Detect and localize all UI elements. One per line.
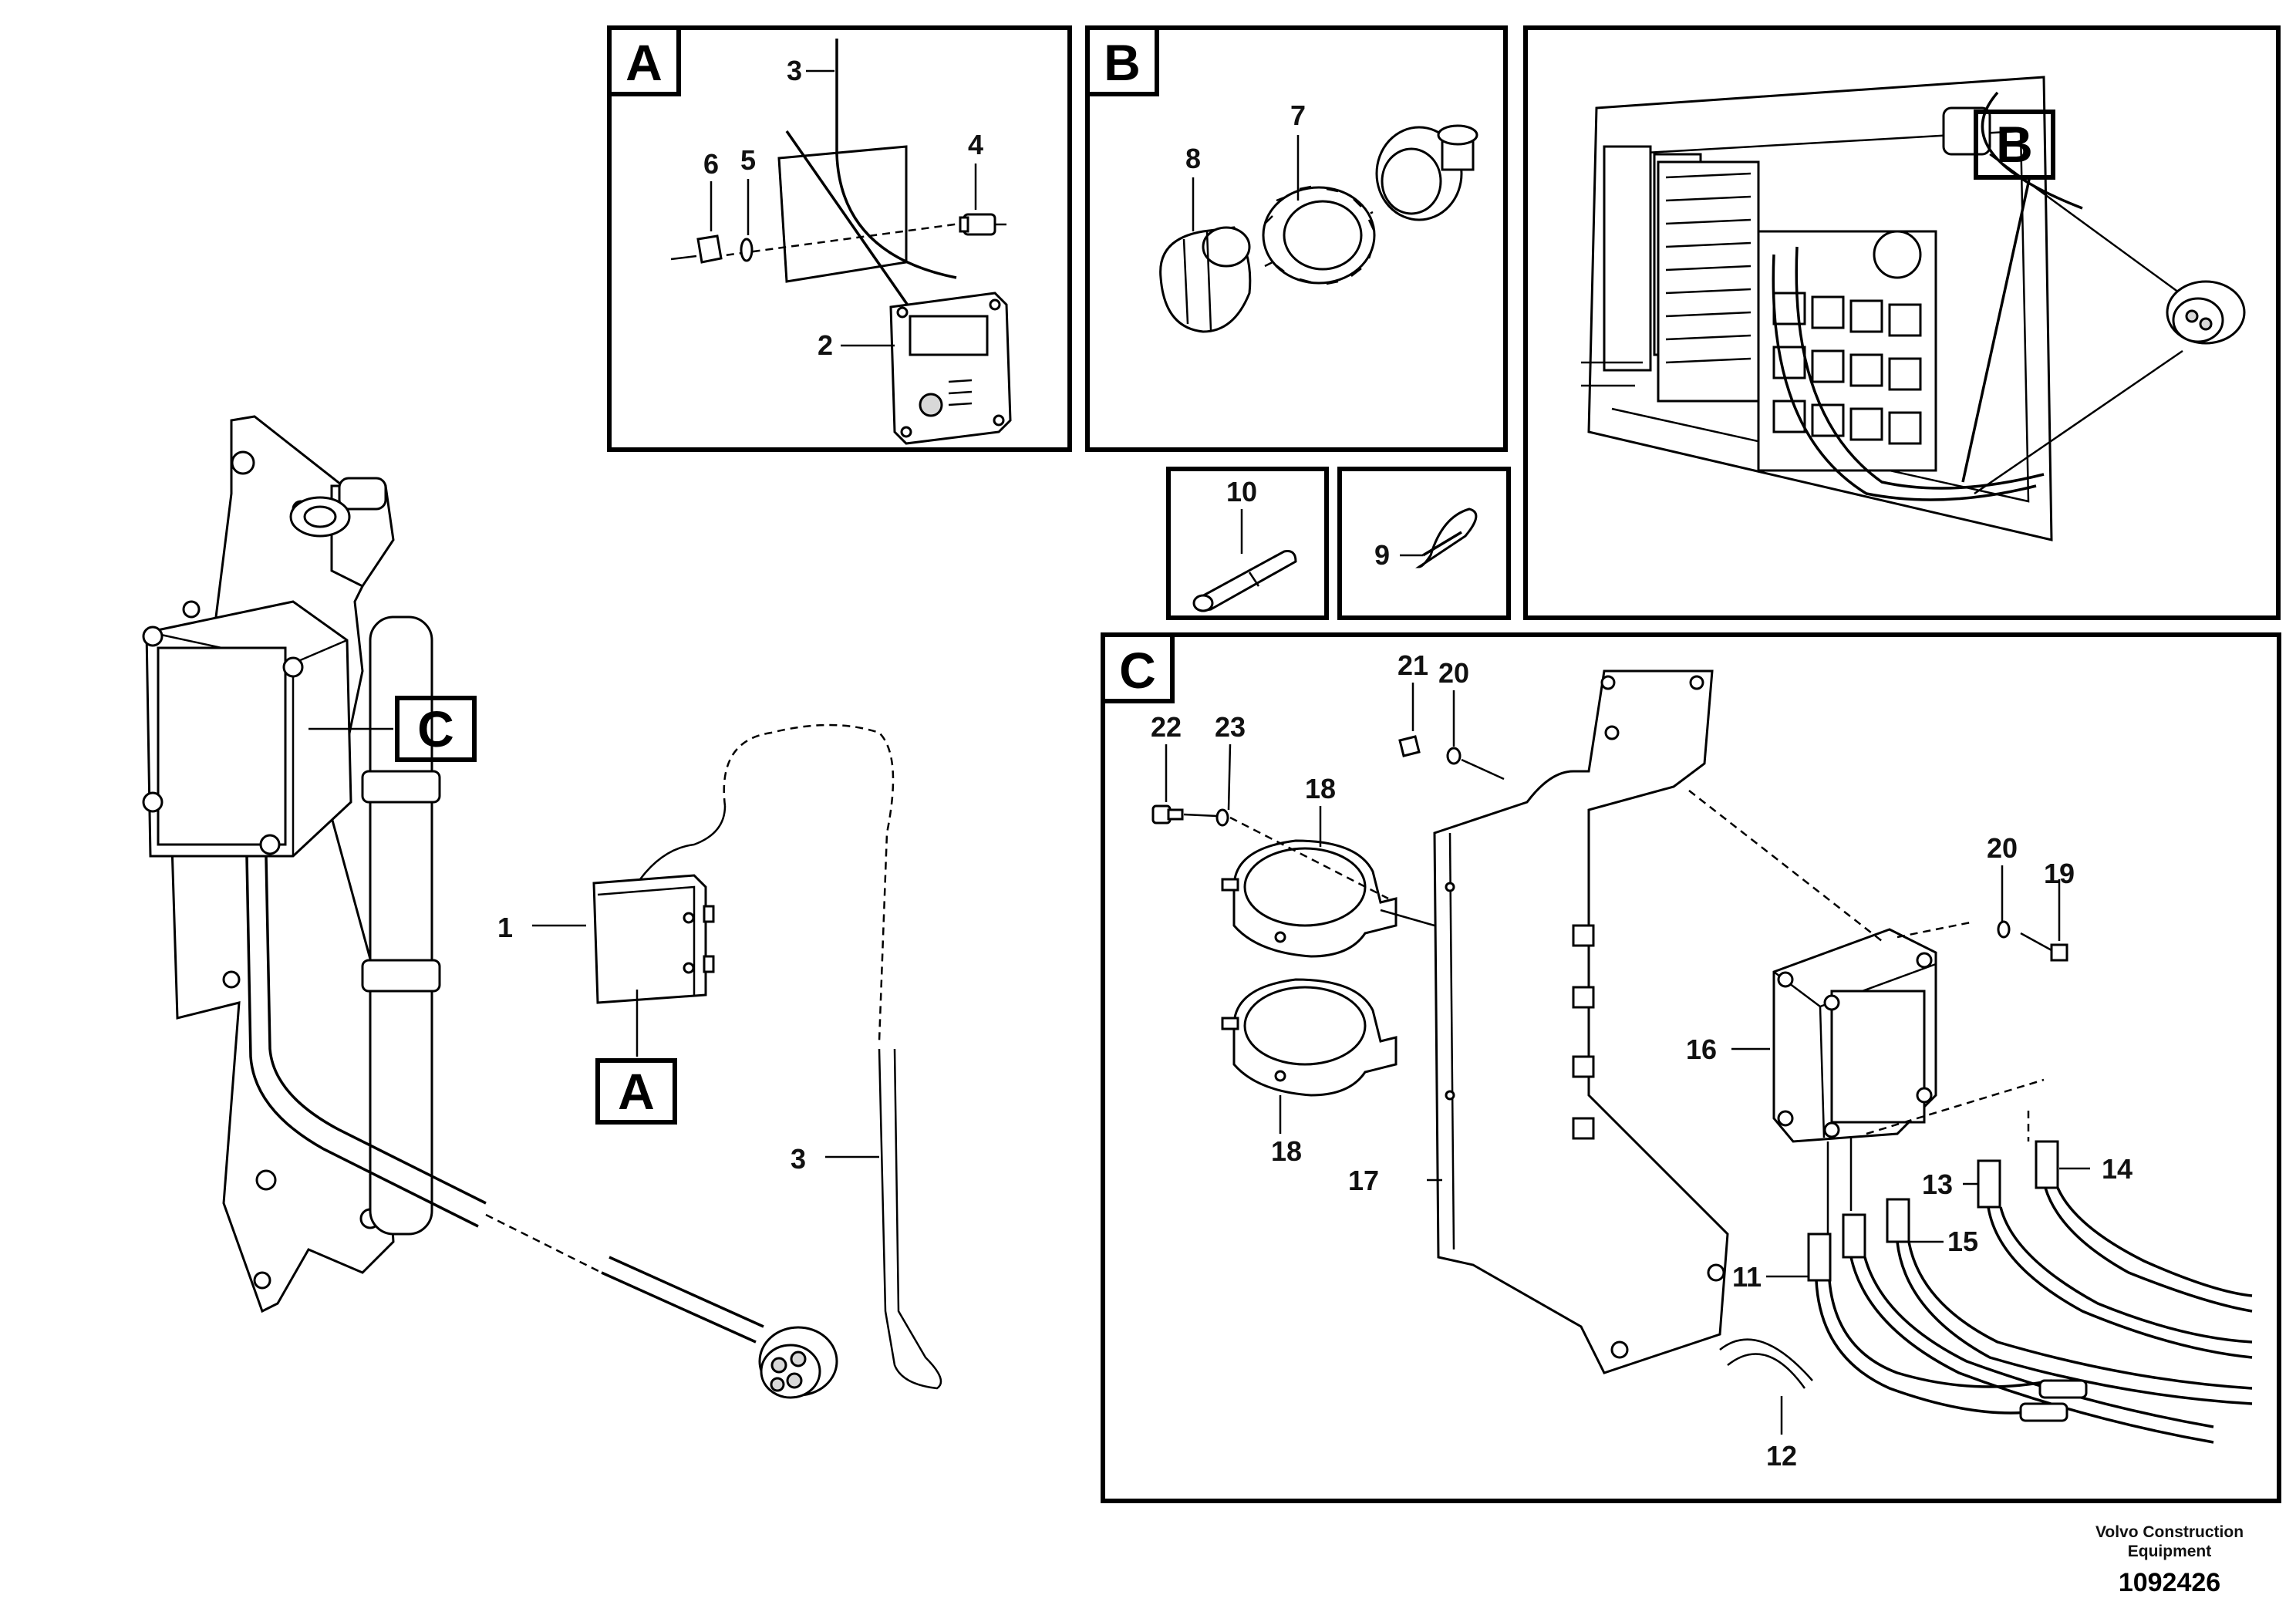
part-number-4: 4: [968, 129, 983, 160]
mounting-plate: [1433, 669, 1729, 1374]
panel-b-tag: B: [1104, 34, 1141, 91]
part-number-9: 9: [1374, 539, 1390, 571]
clamp-lower: [1221, 978, 1397, 1097]
main-assembly: [142, 415, 942, 1399]
callout-a-main: A: [595, 1058, 677, 1125]
round-connector: [758, 1326, 838, 1399]
part-number-16: 16: [1686, 1034, 1717, 1065]
detail-panel-10: 10: [1166, 467, 1329, 620]
part-number-7: 7: [1290, 99, 1306, 131]
part-number-2: 2: [818, 329, 833, 361]
part-number-6: 6: [703, 148, 719, 180]
part-number-20-top: 20: [1438, 657, 1469, 689]
part-number-19: 19: [2044, 858, 2075, 889]
callout-c-main: C: [395, 696, 477, 762]
document-id: 1092426: [2119, 1568, 2220, 1597]
callout-c-main-label: C: [417, 700, 454, 757]
part-number-20-right: 20: [1987, 832, 2018, 864]
part-number-18-bottom: 18: [1271, 1135, 1302, 1167]
detail-panel-a: A 3 4 5 6 2: [607, 25, 1072, 452]
part-number-8: 8: [1185, 143, 1201, 174]
part-number-13: 13: [1922, 1168, 1953, 1200]
detail-panel-9: 9: [1337, 467, 1511, 620]
panel-c-tag: C: [1119, 642, 1156, 699]
callout-a-main-label: A: [618, 1063, 655, 1120]
part-number-5: 5: [740, 144, 756, 176]
part-number-18-top: 18: [1305, 773, 1336, 804]
part-number-15: 15: [1947, 1226, 1978, 1257]
part-number-23: 23: [1215, 711, 1246, 743]
panel-a-tag: A: [625, 34, 663, 91]
sensor-unit: [592, 874, 715, 1004]
part-number-3-a: 3: [787, 55, 802, 86]
part-number-17: 17: [1348, 1165, 1379, 1196]
part-number-21: 21: [1397, 649, 1428, 681]
part-number-14: 14: [2102, 1153, 2132, 1185]
brand-line-1: Volvo Construction: [2095, 1523, 2244, 1541]
detail-panel-b: B 7 8: [1085, 25, 1508, 452]
part-number-10: 10: [1226, 476, 1257, 508]
overview-panel: B: [1523, 25, 2281, 620]
part-number-22: 22: [1151, 711, 1182, 743]
part-number-1: 1: [497, 912, 513, 943]
brand-line-2: Equipment: [2128, 1543, 2212, 1560]
overview-callout-b-label: B: [1996, 116, 2033, 173]
clamp-upper: [1221, 839, 1397, 958]
footer: Volvo Construction Equipment 1092426: [2095, 1523, 2244, 1597]
part-number-12: 12: [1766, 1440, 1797, 1472]
part-number-3-main: 3: [791, 1143, 806, 1175]
detail-panel-c: C: [1101, 632, 2281, 1503]
part-number-11: 11: [1732, 1261, 1762, 1293]
